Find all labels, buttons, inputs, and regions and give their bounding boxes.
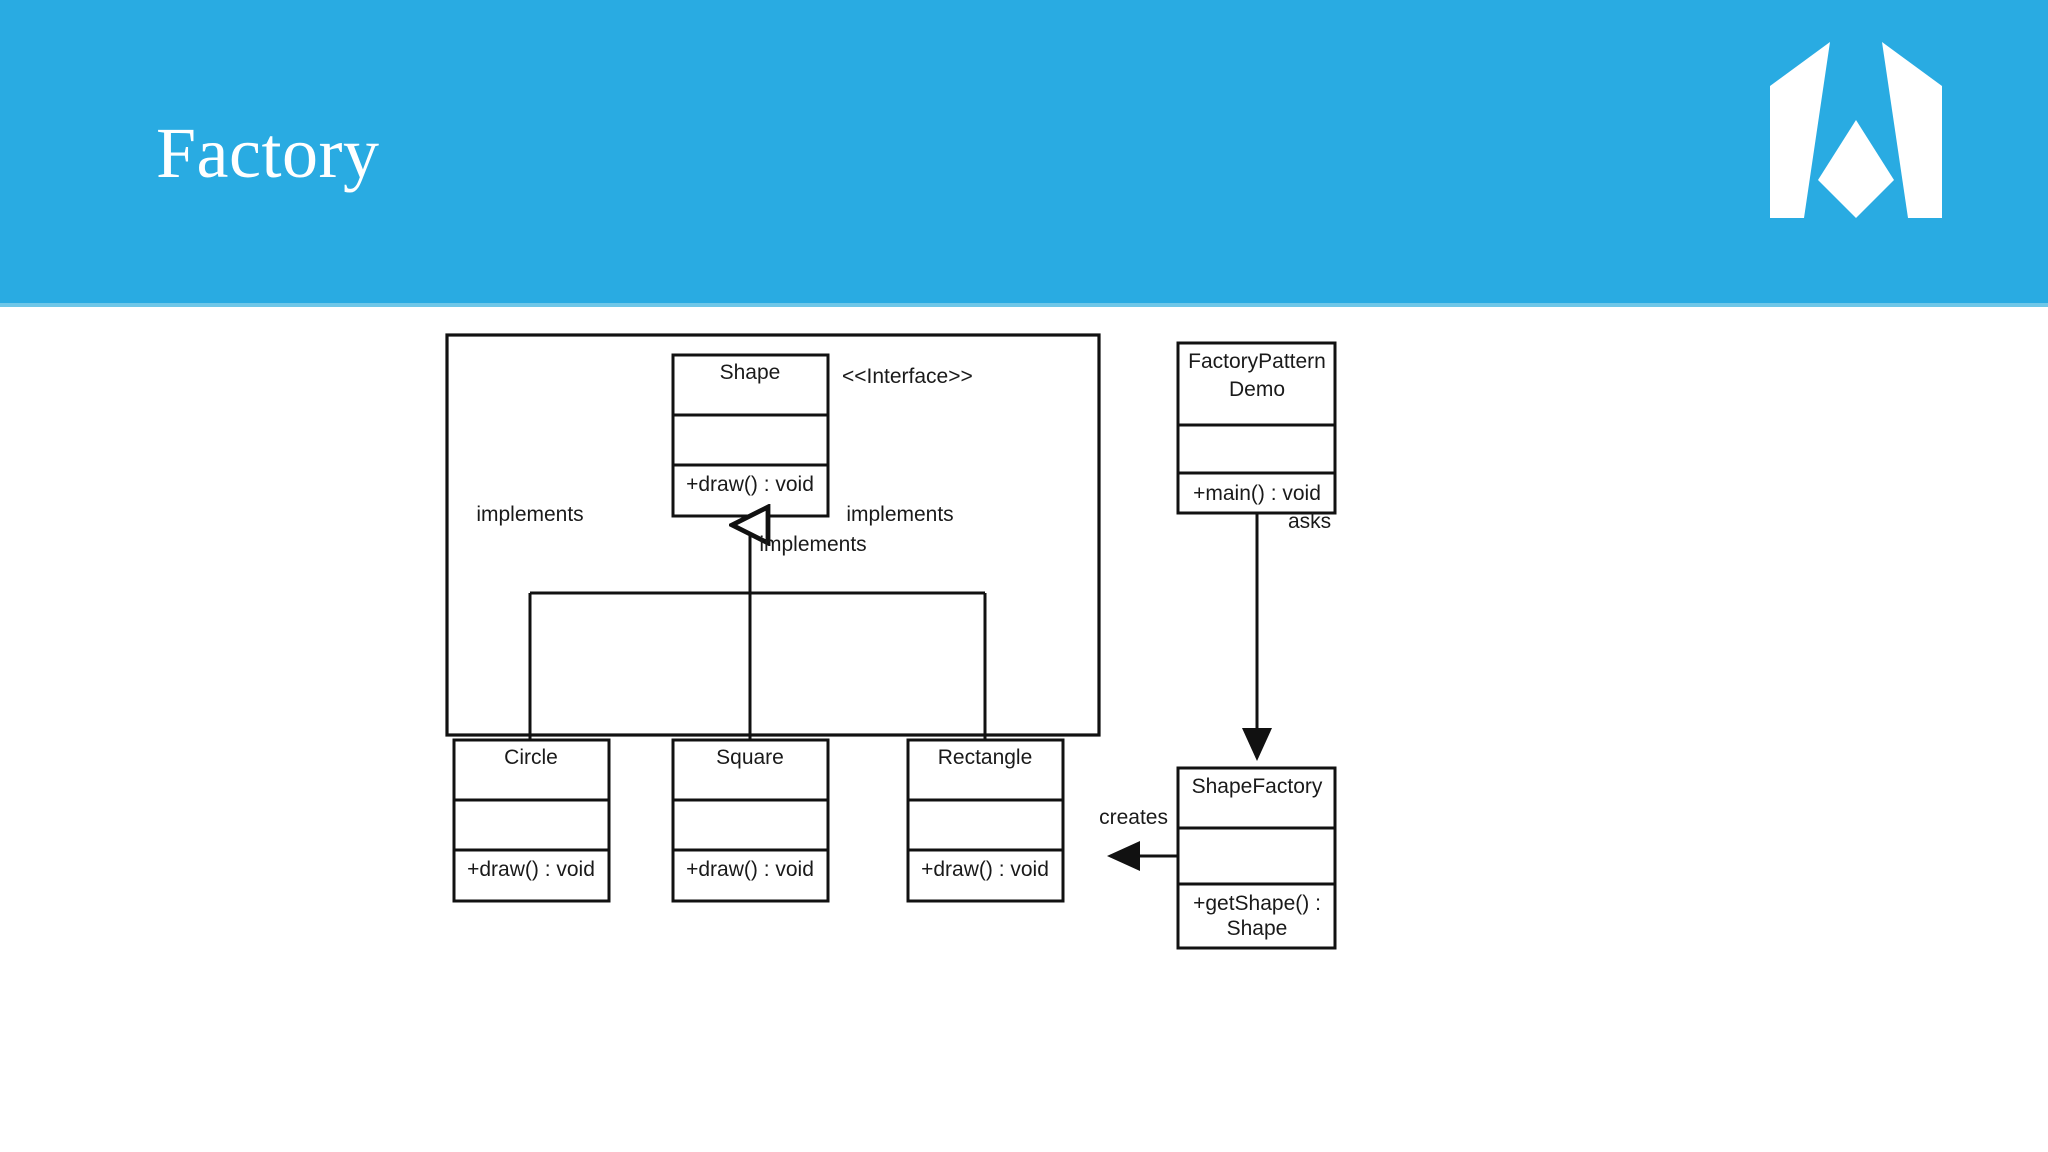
class-name-factorypatterndemo-line1: FactoryPattern [1188, 350, 1326, 373]
a-mark-logo [1770, 42, 1942, 218]
realization-edges [528, 525, 987, 740]
class-operation-rectangle-draw: +draw() : void [921, 858, 1049, 881]
class-operation-square-draw: +draw() : void [686, 858, 814, 881]
class-operation-factorypatterndemo-main: +main() : void [1193, 482, 1321, 505]
edge-label-asks: asks [1288, 510, 1331, 533]
class-name-shapefactory: ShapeFactory [1192, 775, 1323, 798]
class-name-factorypatterndemo-line2: Demo [1229, 378, 1285, 401]
edge-label-square-implements: implements [759, 533, 866, 556]
class-name-rectangle: Rectangle [938, 746, 1033, 769]
class-box-factorypatterndemo: FactoryPattern Demo +main() : void [1176, 341, 1337, 515]
class-box-square-outline [671, 738, 830, 903]
class-operation-shapefactory-getshape-line2: Shape [1227, 917, 1288, 940]
slide-header-band [0, 0, 2048, 303]
class-box-shape-outline [671, 353, 830, 518]
class-box-shapefactory: ShapeFactory +getShape() : Shape [1176, 766, 1337, 950]
class-box-shape: Shape +draw() : void [671, 353, 830, 518]
stereotype-interface: <<Interface>> [842, 365, 973, 388]
class-box-rectangle: Rectangle +draw() : void [906, 738, 1065, 903]
class-box-circle: Circle +draw() : void [452, 738, 611, 903]
class-box-factorypatterndemo-outline [1176, 341, 1337, 515]
edge-label-circle-implements: implements [476, 503, 583, 526]
class-operation-shapefactory-getshape-line1: +getShape() : [1193, 892, 1321, 915]
page-title: Factory [156, 113, 380, 193]
class-box-shapefactory-outline [1176, 766, 1337, 950]
edge-label-rectangle-implements: implements [846, 503, 953, 526]
class-box-circle-outline [452, 738, 611, 903]
class-operation-circle-draw: +draw() : void [467, 858, 595, 881]
class-name-shape: Shape [720, 361, 781, 384]
class-box-square: Square +draw() : void [671, 738, 830, 903]
slide-header-accent-rule [0, 303, 2048, 307]
class-name-square: Square [716, 746, 784, 769]
class-operation-shape-draw: +draw() : void [686, 473, 814, 496]
uml-class-diagram: Shape +draw() : void <<Interface>> imple… [0, 303, 2048, 1152]
class-box-rectangle-outline [906, 738, 1065, 903]
edge-label-creates: creates [1099, 806, 1168, 829]
class-name-circle: Circle [504, 746, 558, 769]
